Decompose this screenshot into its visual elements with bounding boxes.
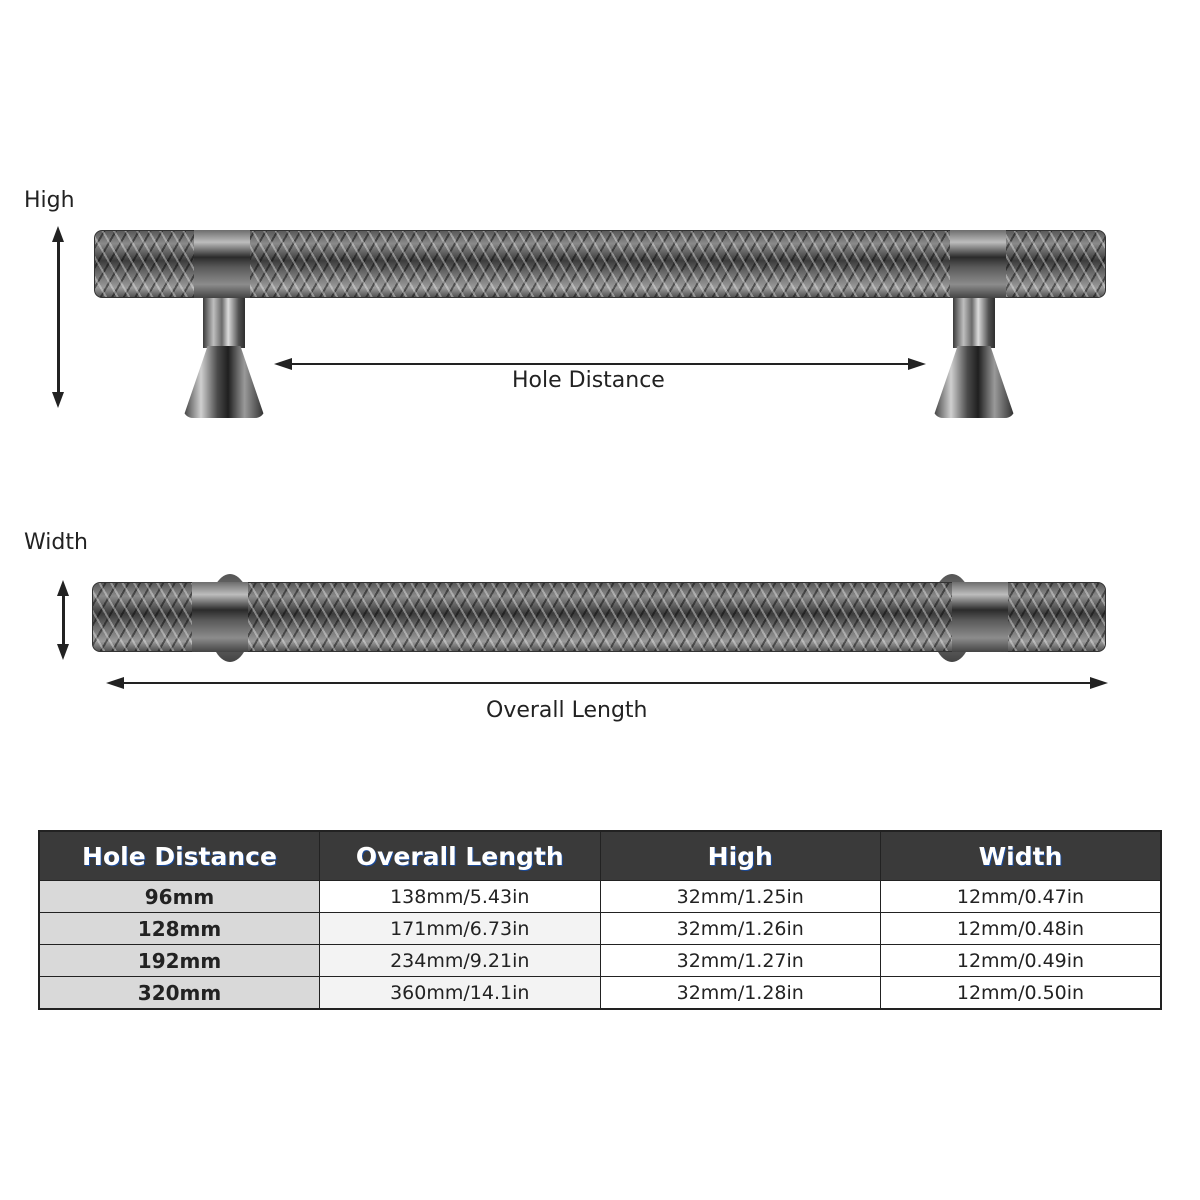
cell-hole-distance: 320mm — [38, 976, 320, 1010]
cell-width: 12mm/0.47in — [880, 880, 1162, 913]
table-row: 192mm 234mm/9.21in 32mm/1.27in 12mm/0.49… — [38, 944, 1162, 977]
header-hole-distance: Hole Distance — [38, 830, 320, 881]
cell-width: 12mm/0.49in — [880, 944, 1162, 977]
high-label: High — [24, 188, 75, 213]
table-row: 128mm 171mm/6.73in 32mm/1.26in 12mm/0.48… — [38, 912, 1162, 945]
size-spec-table: Hole Distance Overall Length High Width … — [38, 830, 1162, 1010]
cell-high: 32mm/1.26in — [599, 912, 881, 945]
cell-hole-distance: 128mm — [38, 912, 320, 945]
cell-high: 32mm/1.28in — [599, 976, 881, 1010]
overall-length-label: Overall Length — [486, 698, 648, 723]
header-overall-length: Overall Length — [319, 830, 601, 881]
cell-hole-distance: 96mm — [38, 880, 320, 913]
header-width: Width — [880, 830, 1162, 881]
table-header-row: Hole Distance Overall Length High Width — [38, 830, 1162, 881]
cell-hole-distance: 192mm — [38, 944, 320, 977]
cell-high: 32mm/1.25in — [599, 880, 881, 913]
cell-high: 32mm/1.27in — [599, 944, 881, 977]
cell-overall-length: 360mm/14.1in — [319, 976, 601, 1010]
cell-overall-length: 138mm/5.43in — [319, 880, 601, 913]
width-label: Width — [24, 530, 88, 555]
table-row: 320mm 360mm/14.1in 32mm/1.28in 12mm/0.50… — [38, 976, 1162, 1010]
cell-overall-length: 171mm/6.73in — [319, 912, 601, 945]
cell-overall-length: 234mm/9.21in — [319, 944, 601, 977]
hole-distance-label: Hole Distance — [512, 368, 665, 393]
header-high: High — [599, 830, 881, 881]
cell-width: 12mm/0.50in — [880, 976, 1162, 1010]
table-row: 96mm 138mm/5.43in 32mm/1.25in 12mm/0.47i… — [38, 880, 1162, 913]
cell-width: 12mm/0.48in — [880, 912, 1162, 945]
